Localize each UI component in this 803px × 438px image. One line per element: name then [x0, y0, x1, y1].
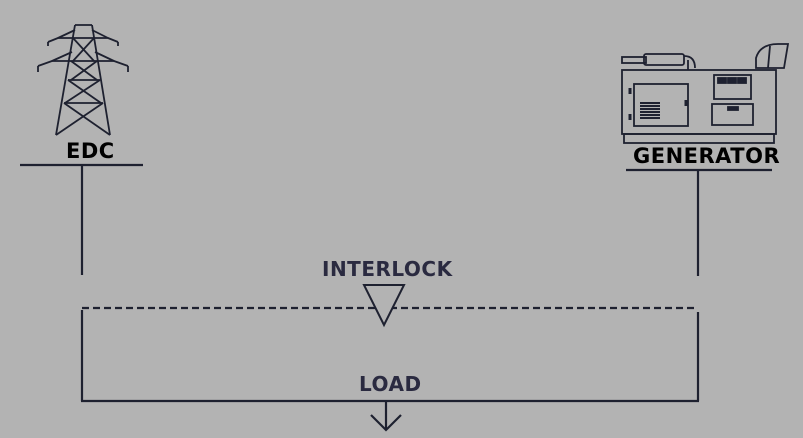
load-label: LOAD: [359, 372, 422, 396]
generator-icon: [621, 43, 790, 144]
load-arrow-icon: [370, 401, 402, 432]
edc-label: EDC: [66, 139, 115, 163]
transmission-tower-icon: [37, 24, 129, 136]
interlock-triangle-icon: [362, 284, 406, 328]
interlock-label: INTERLOCK: [322, 257, 453, 281]
generator-label: GENERATOR: [633, 144, 781, 168]
